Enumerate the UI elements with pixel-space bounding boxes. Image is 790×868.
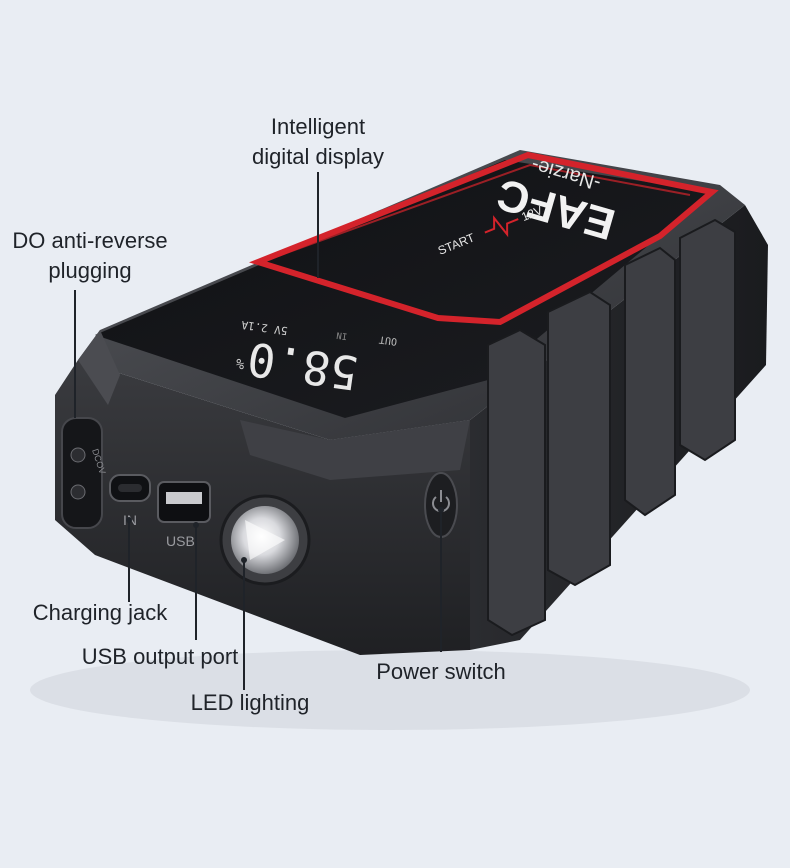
charging-jack-callout: Charging jack — [20, 598, 180, 628]
lcd-in-label: IN — [336, 329, 348, 340]
display-callout-line2: digital display — [251, 144, 385, 169]
usb-port-callout-text: USB output port — [81, 644, 239, 669]
pulse-icon — [484, 215, 519, 238]
power-switch-callout: Power switch — [366, 657, 516, 687]
callout-lines — [74, 172, 442, 690]
usb-port-label: USB — [166, 533, 195, 549]
power-switch-callout-text: Power switch — [376, 659, 506, 684]
floor-shadow — [30, 650, 750, 730]
lcd-unit: % — [234, 355, 245, 372]
usb-port[interactable]: USB — [157, 481, 211, 549]
led-callout: LED lighting — [180, 688, 320, 718]
front-bevel — [240, 420, 470, 480]
do-port-callout: DO anti-reverse plugging — [0, 226, 180, 286]
charging-jack-callout-text: Charging jack — [32, 600, 168, 625]
usb-port-callout: USB output port — [68, 642, 252, 672]
display-callout-line1: Intelligent — [270, 114, 366, 139]
lcd-output: 5V 2.1A — [240, 318, 288, 337]
led-light — [219, 494, 311, 586]
do-port[interactable]: DCOV — [61, 417, 108, 529]
display-glass — [95, 160, 712, 418]
red-accent-thin — [277, 163, 691, 257]
do-port-callout-line1: DO anti-reverse — [12, 228, 168, 253]
side-ribs — [487, 218, 736, 637]
lcd-out-label: OUT — [378, 333, 397, 346]
callout-dots — [126, 507, 444, 563]
charging-jack[interactable]: IN — [109, 474, 151, 528]
led-callout-text: LED lighting — [190, 690, 310, 715]
display-callout: Intelligent digital display — [230, 112, 406, 172]
do-port-callout-line2: plugging — [48, 258, 132, 283]
corner-bevel-left — [78, 330, 120, 405]
red-accent — [248, 151, 719, 326]
